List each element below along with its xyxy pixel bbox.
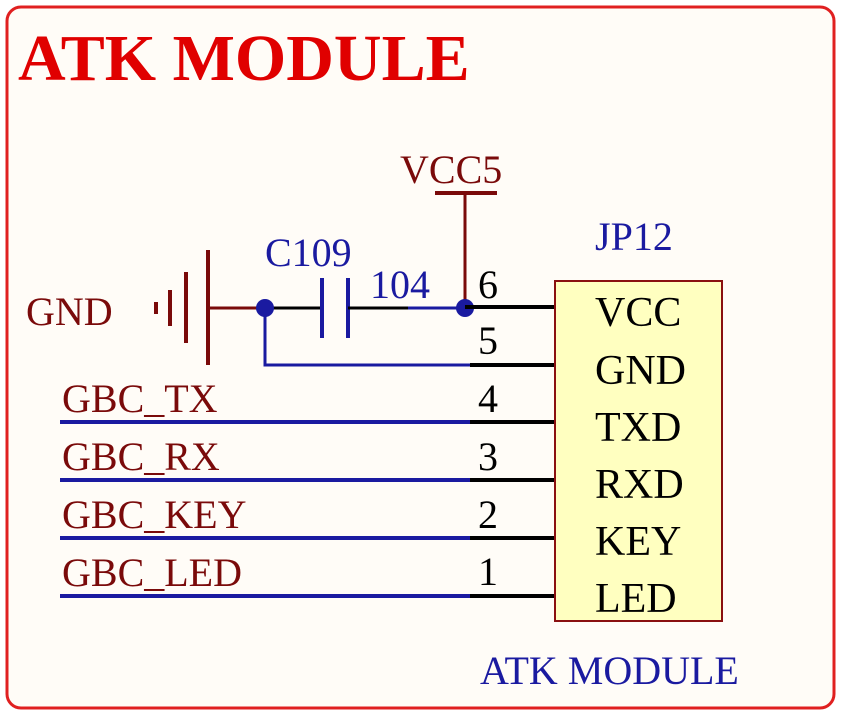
- gnd-label: GND: [26, 289, 113, 334]
- net-label-1: GBC_TX: [62, 376, 218, 421]
- net-label-2: GBC_RX: [62, 434, 220, 479]
- pin-name-gnd: GND: [595, 348, 686, 394]
- net-label-4: GBC_LED: [62, 550, 242, 595]
- pin-number-2: 2: [478, 492, 498, 537]
- cap-designator: C109: [265, 230, 352, 275]
- pin-number-6: 6: [478, 262, 498, 307]
- net-label-3: GBC_KEY: [62, 492, 246, 537]
- cap-value: 104: [370, 262, 430, 307]
- gnd-wire-pin5: [263, 308, 470, 367]
- component-name: ATK MODULE: [480, 648, 739, 693]
- component-body: [554, 280, 723, 622]
- pin-number-5: 5: [478, 318, 498, 363]
- pin-name-rxd: RXD: [595, 462, 684, 508]
- sheet-title: ATK MODULE: [18, 22, 470, 95]
- pin-name-txd: TXD: [595, 405, 681, 451]
- pin-number-4: 4: [478, 376, 498, 421]
- pin-name-key: KEY: [595, 519, 681, 565]
- pin-name-vcc: VCC: [595, 290, 681, 336]
- pin-name-led: LED: [595, 576, 677, 622]
- vcc-label: VCC5: [400, 147, 502, 192]
- pin-number-1: 1: [478, 549, 498, 594]
- component-designator: JP12: [595, 214, 673, 259]
- junction-gnd: [256, 299, 274, 317]
- pin-number-3: 3: [478, 434, 498, 479]
